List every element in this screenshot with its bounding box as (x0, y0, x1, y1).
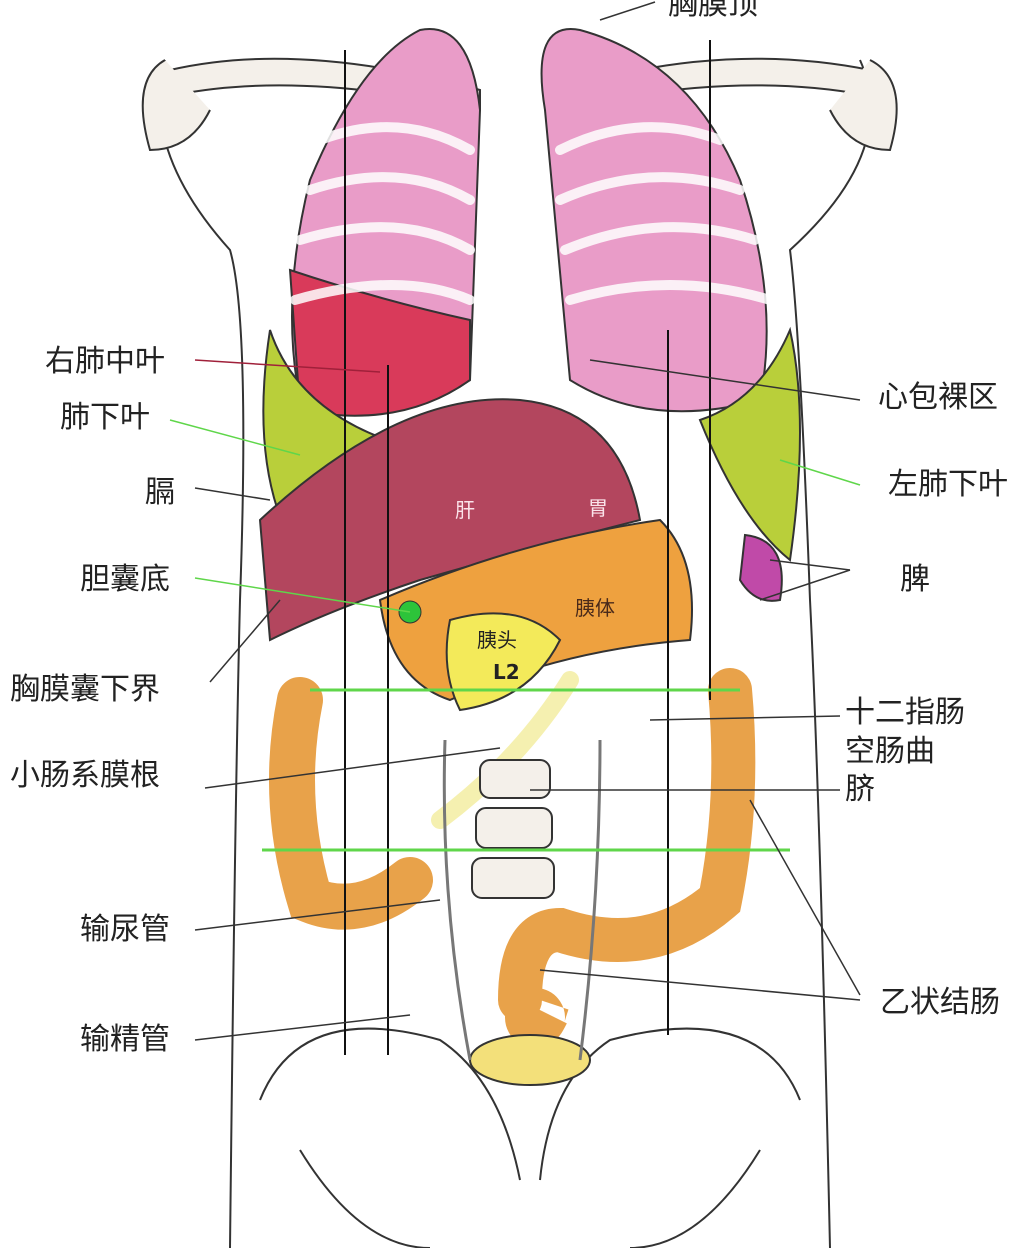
label-vas-deferens: 输精管 (80, 1022, 170, 1057)
descending-sigmoid-colon (498, 668, 756, 1022)
pelvis (259, 1027, 801, 1248)
label-bare-area-of-pericardium: 心包裸区 (878, 380, 998, 415)
label-left-lung-lower-lobe: 左肺下叶 (888, 467, 1008, 502)
label-right-lung-middle-lobe: 右肺中叶 (45, 344, 165, 379)
pancreas-head-label: 胰头 (477, 628, 517, 652)
label-lung-lower-lobe: 肺下叶 (60, 400, 150, 435)
spine (471, 759, 555, 899)
label-duodenojejunal-flexure-line1: 十二指肠 (845, 695, 965, 730)
body-outline (158, 59, 872, 1248)
liver-label: 肝 (455, 498, 475, 522)
spleen-shape (738, 533, 783, 602)
mesentery-root-shape (431, 671, 579, 829)
ascending-colon (269, 677, 433, 930)
label-spleen: 脾 (900, 562, 930, 597)
liver-shape (258, 398, 642, 642)
label-umbilicus: 脐 (845, 772, 875, 807)
bladder-shape (469, 1034, 591, 1086)
label-pleural-sac-lower-border: 胸膜囊下界 (10, 672, 160, 707)
vertebra-l2-label: L2 (493, 660, 520, 684)
label-duodenojejunal-flexure-line2: 空肠曲 (845, 734, 935, 769)
label-ureter: 输尿管 (80, 912, 170, 947)
label-sigmoid-colon: 乙状结肠 (880, 985, 1000, 1020)
pancreas-head-shape (445, 612, 562, 712)
stomach-label: 胃 (588, 496, 608, 520)
label-mesentery-root: 小肠系膜根 (10, 758, 160, 793)
label-diaphragm: 膈 (145, 475, 175, 510)
label-gallbladder-fundus: 胆囊底 (80, 562, 170, 597)
label-cupula-of-pleura: 胸膜顶 (668, 0, 758, 22)
pancreas-body-label: 胰体 (575, 596, 615, 620)
